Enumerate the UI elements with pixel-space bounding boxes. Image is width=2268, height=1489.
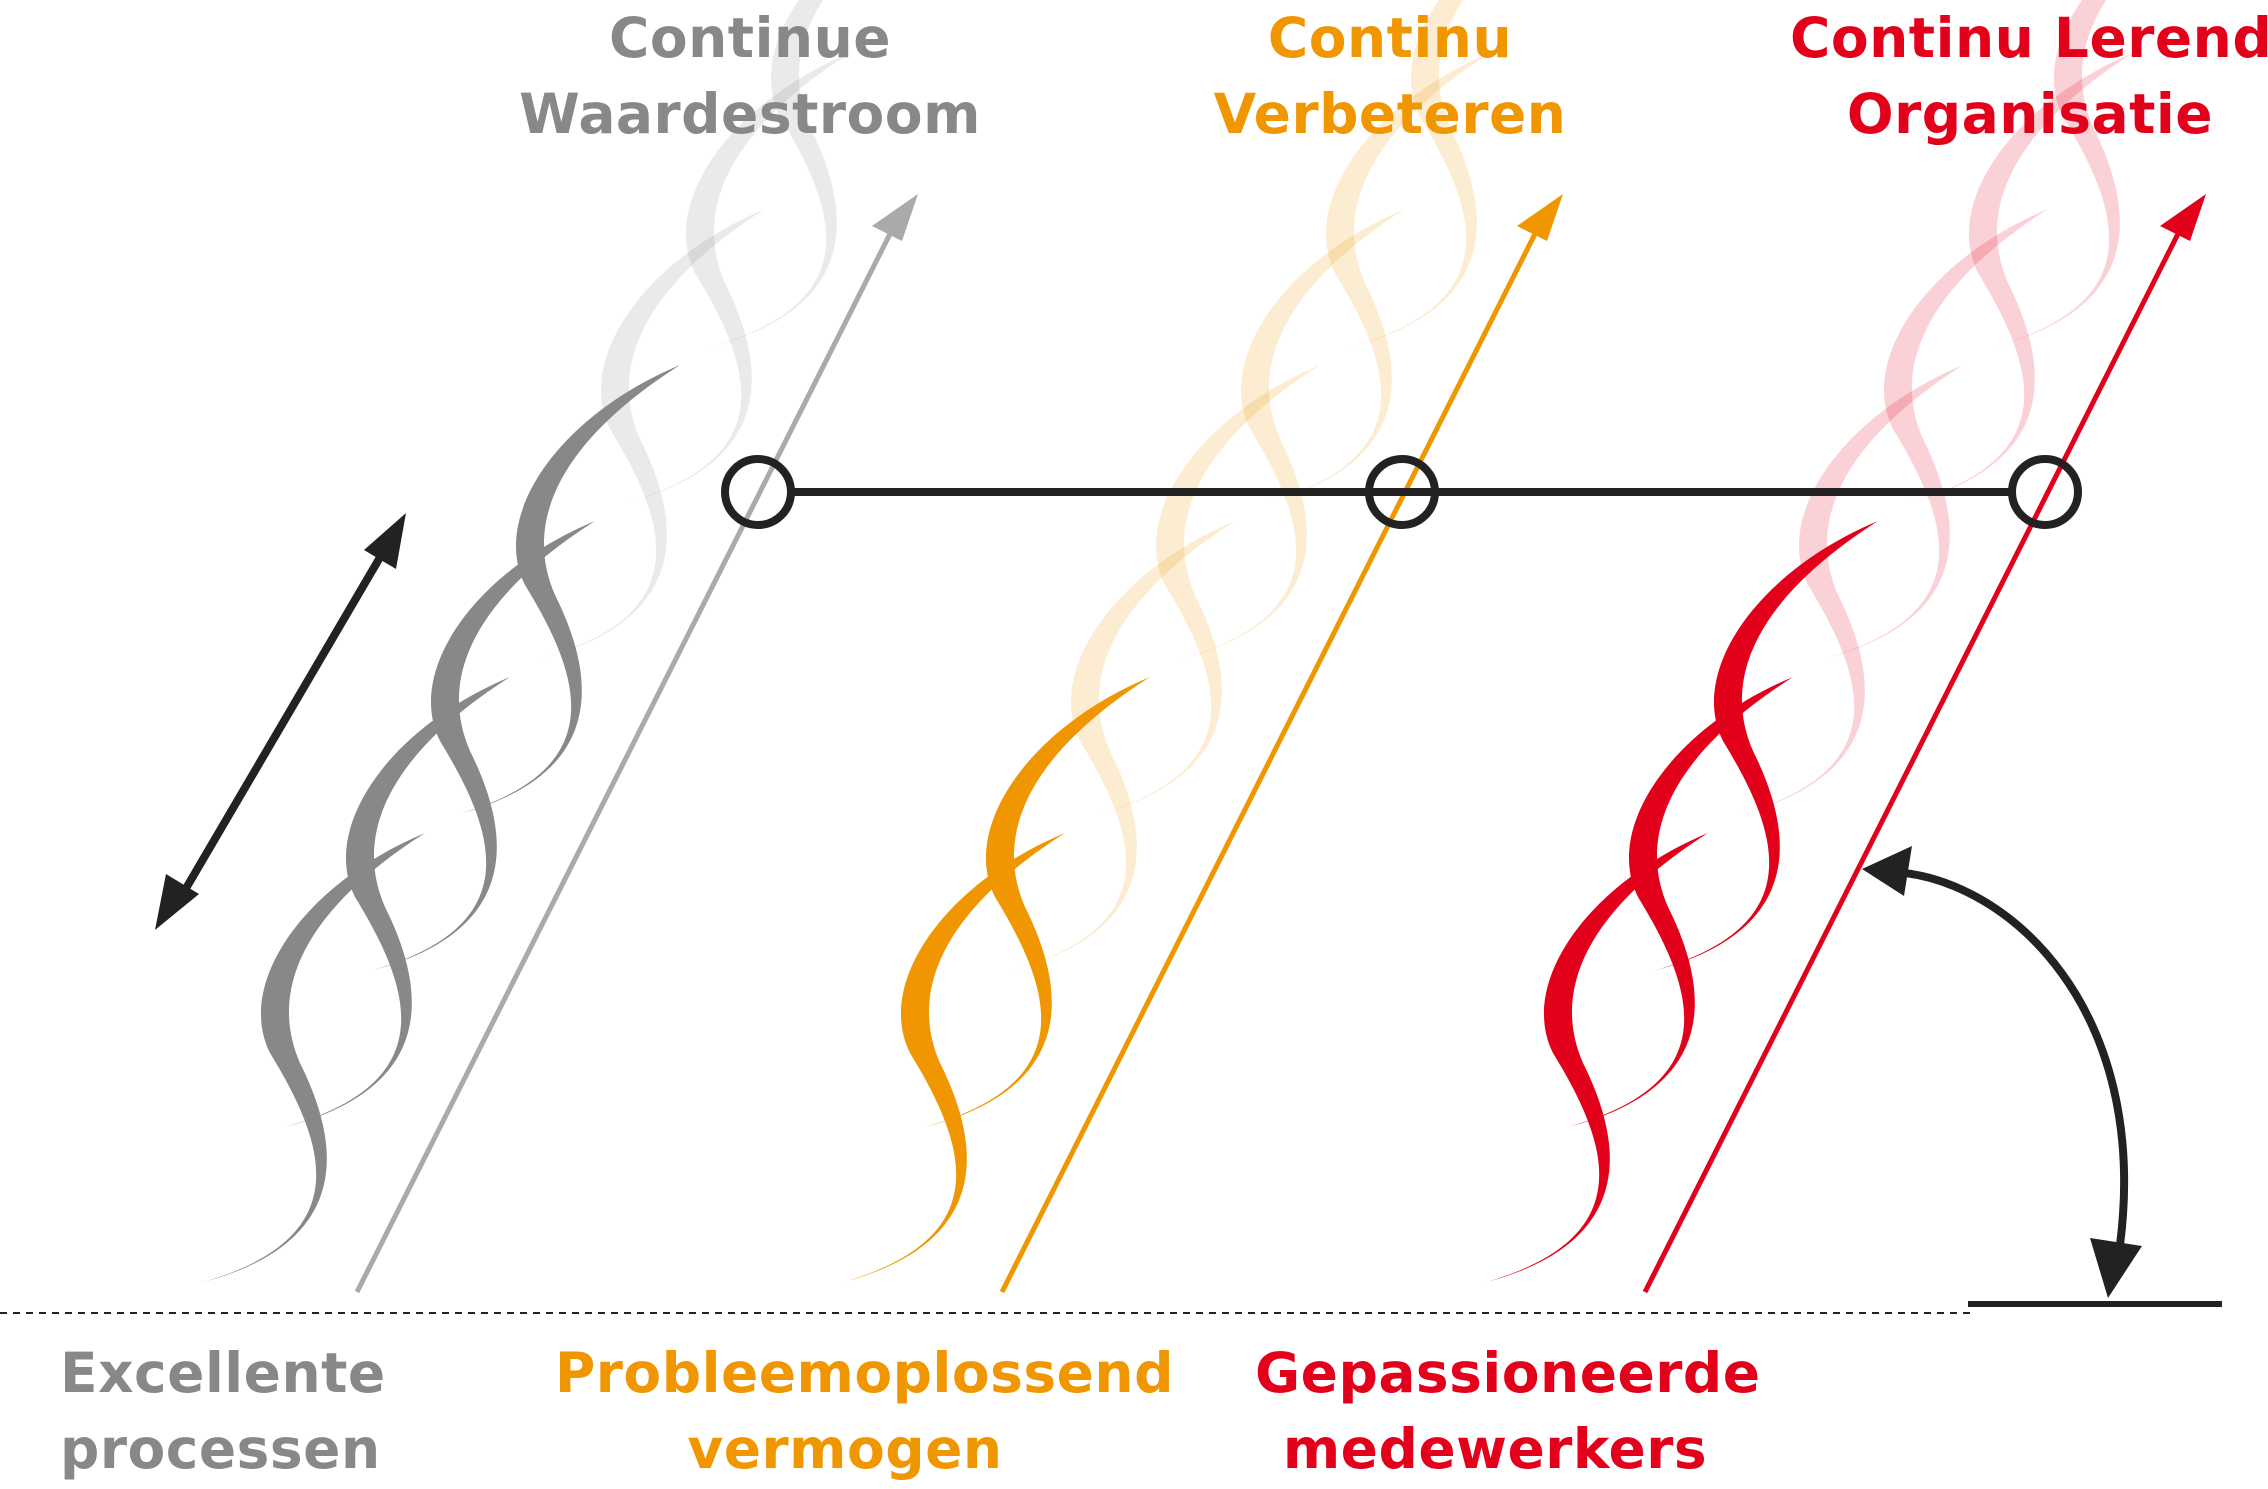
strand-stroke <box>1483 833 1708 1283</box>
growth-arrow-gray <box>354 194 918 1294</box>
label-continue-waardestroom: Continue Waardestroom <box>500 0 1000 152</box>
node-circle-1 <box>721 455 795 529</box>
label-line: Waardestroom <box>519 82 981 146</box>
label-line: Organisatie <box>1846 82 2214 146</box>
label-line: Continue <box>608 6 892 70</box>
strand-stack-1 <box>200 0 935 1283</box>
angle-arc-icon <box>1862 846 2142 1298</box>
label-line: processen <box>60 1417 381 1481</box>
label-line: Continu <box>1267 6 1513 70</box>
node-circle-2 <box>1365 455 1439 529</box>
label-continu-verbeteren: Continu Verbeteren <box>1170 0 1610 152</box>
growth-arrow-red <box>1642 194 2206 1294</box>
label-excellente-processen: Excellente processen <box>60 1335 386 1487</box>
label-probleemoplossend-vermogen: Probleemoplossend vermogen <box>555 1335 1174 1487</box>
double-arrow-icon <box>155 513 406 930</box>
strand-groups <box>200 0 2218 1283</box>
label-line: Excellente <box>60 1341 386 1405</box>
node-circle-3 <box>2008 455 2082 529</box>
label-line: Probleemoplossend <box>555 1341 1174 1405</box>
label-line: Gepassioneerde <box>1255 1341 1761 1405</box>
label-continu-lerende-organisatie: Continu Lerende Organisatie <box>1790 0 2268 152</box>
growth-arrow-orange <box>999 194 1563 1294</box>
label-line: vermogen <box>687 1417 1003 1481</box>
label-line: Continu Lerende <box>1790 6 2268 70</box>
strand-stack-2 <box>840 0 1575 1283</box>
label-line: medewerkers <box>1282 1417 1708 1481</box>
label-line: Verbeteren <box>1213 82 1567 146</box>
strand-stroke <box>200 833 425 1283</box>
strand-stack-3 <box>1483 0 2218 1283</box>
strand-stroke <box>840 833 1065 1283</box>
label-gepassioneerde-medewerkers: Gepassioneerde medewerkers <box>1255 1335 1761 1487</box>
